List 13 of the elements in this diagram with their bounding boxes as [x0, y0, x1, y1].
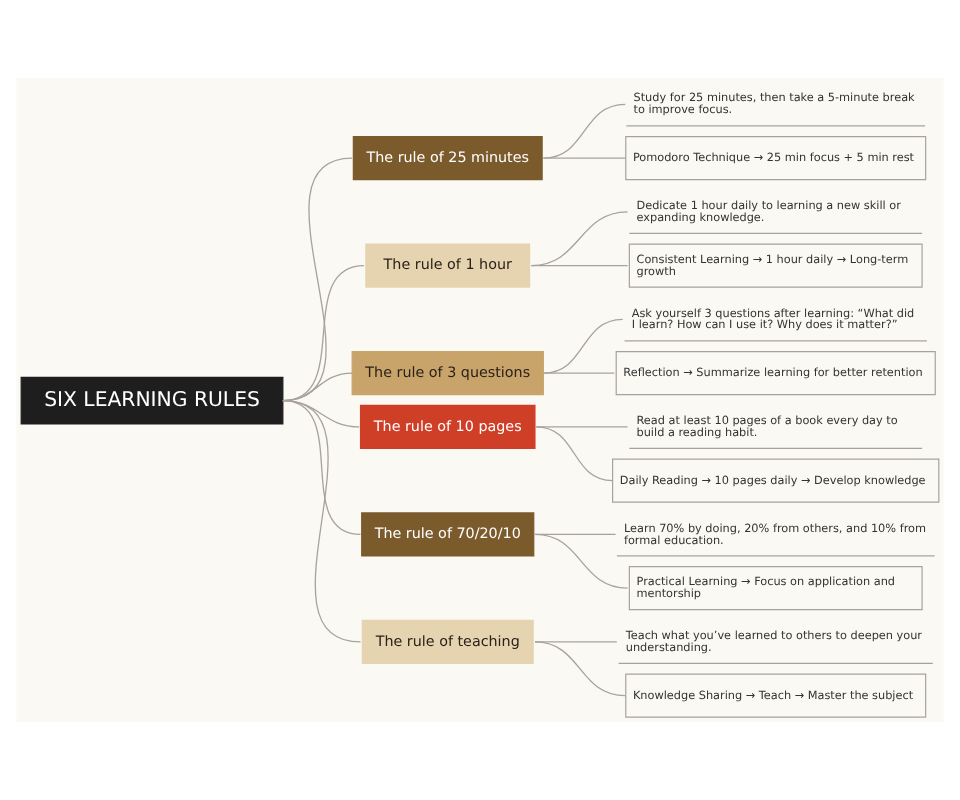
connector: [535, 426, 614, 482]
node-box: SIX LEARNING RULES: [20, 376, 284, 425]
connector: [282, 399, 362, 643]
connector: [542, 103, 626, 159]
connector: [542, 372, 616, 374]
connector: [534, 641, 618, 643]
connector: [530, 211, 629, 267]
connector: [534, 641, 626, 697]
connector: [534, 533, 629, 589]
connector: [542, 318, 624, 374]
connector: [542, 157, 626, 159]
connector: [530, 264, 629, 267]
connector: [535, 426, 629, 428]
